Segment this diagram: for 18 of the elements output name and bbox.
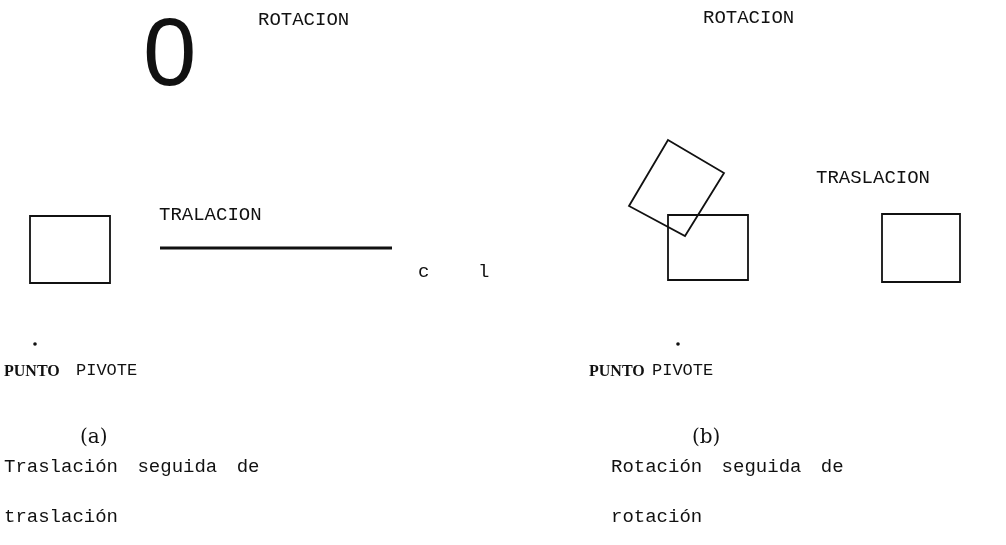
square-shape [667, 214, 749, 281]
large-digit: 0 [143, 4, 197, 100]
square-shape [29, 215, 111, 284]
square-shape [881, 213, 961, 283]
caption: Traslación seguida de traslación [4, 455, 261, 530]
letter-label: l [478, 262, 490, 283]
pivot-label: PIVOTE [652, 362, 714, 381]
pivot-label: PUNTO [4, 362, 60, 380]
letter-label: c [418, 262, 430, 283]
pivot-label: PUNTO [589, 362, 645, 380]
rotation-label: ROTACION [258, 10, 350, 31]
panel-label: (a) [80, 425, 108, 447]
translation-label: TRASLACION [816, 168, 931, 189]
rotation-label: ROTACION [703, 8, 795, 29]
translation-label: TRALACION [159, 205, 262, 226]
caption: Rotación seguida de rotación [611, 455, 845, 530]
pivot-label: PIVOTE [76, 362, 138, 381]
panel-label: (b) [692, 425, 721, 447]
